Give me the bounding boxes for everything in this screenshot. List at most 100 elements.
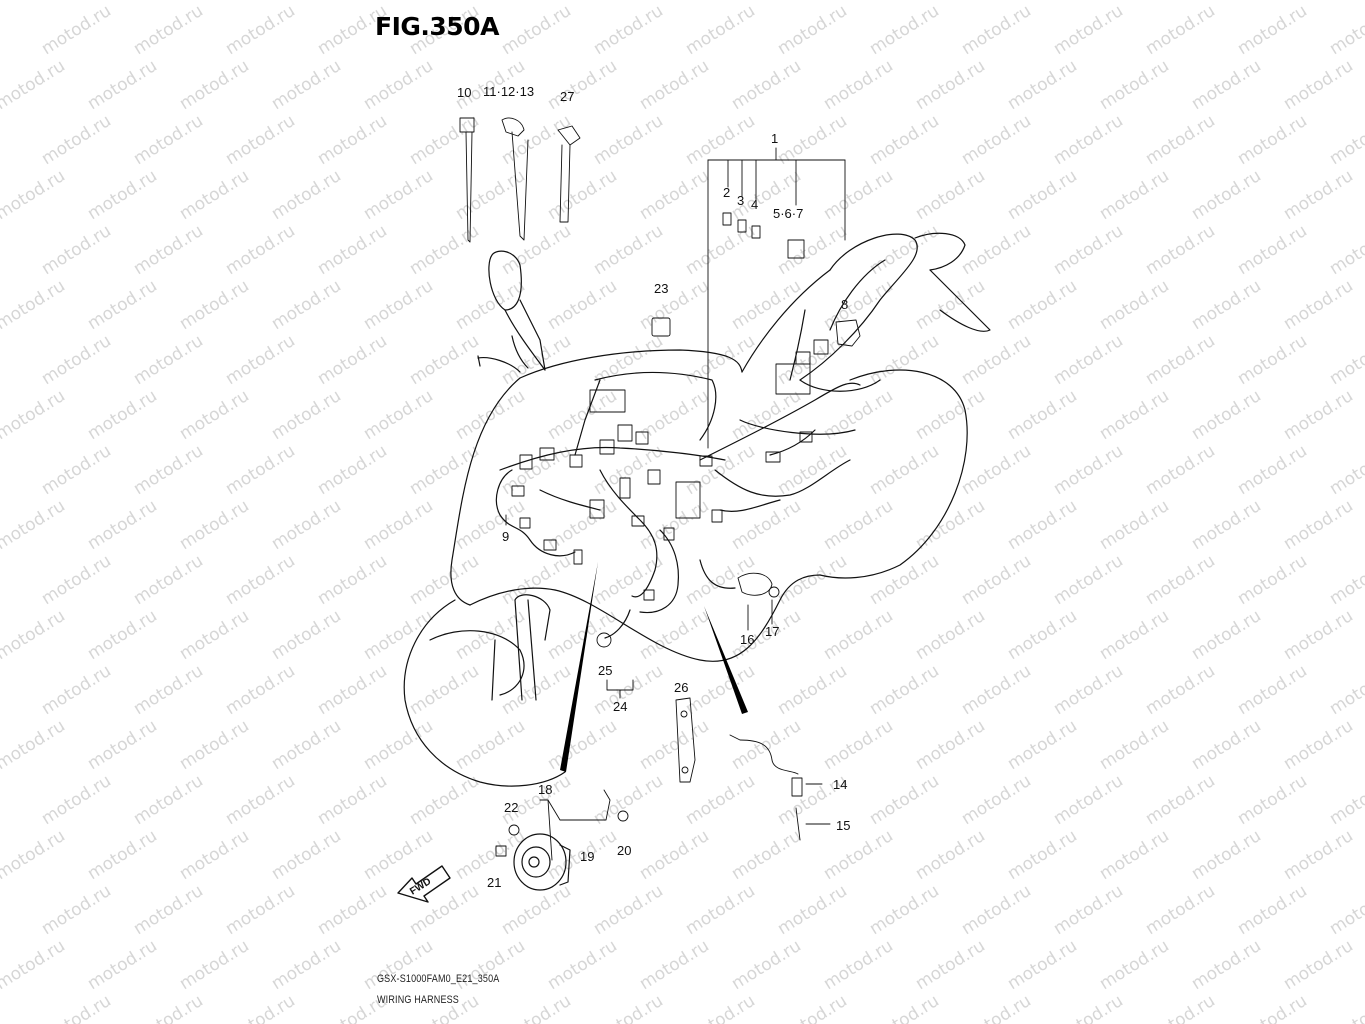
watermark-text: motod.ru <box>636 56 713 114</box>
watermark-text: motod.ru <box>958 991 1035 1024</box>
watermark-text: motod.ru <box>1280 826 1357 884</box>
watermark-text: motod.ru <box>636 166 713 224</box>
watermark-text: motod.ru <box>1188 166 1265 224</box>
watermark-text: motod.ru <box>866 441 943 499</box>
watermark-text: motod.ru <box>958 771 1035 829</box>
watermark-text: motod.ru <box>728 496 805 554</box>
watermark-text: motod.ru <box>360 826 437 884</box>
watermark-text: motod.ru <box>590 331 667 389</box>
watermark-text: motod.ru <box>820 386 897 444</box>
callout-20: 20 <box>617 843 631 858</box>
watermark-text: motod.ru <box>498 441 575 499</box>
watermark-text: motod.ru <box>360 936 437 994</box>
watermark-text: motod.ru <box>360 386 437 444</box>
watermark-text: motod.ru <box>84 386 161 444</box>
watermark-text: motod.ru <box>314 331 391 389</box>
watermark-text: motod.ru <box>222 111 299 169</box>
watermark-text: motod.ru <box>1050 111 1127 169</box>
watermark-text: motod.ru <box>590 771 667 829</box>
watermark-text: motod.ru <box>590 111 667 169</box>
watermark-text: motod.ru <box>222 991 299 1024</box>
clamp-27 <box>557 125 581 223</box>
callout-21: 21 <box>487 875 501 890</box>
watermark-text: motod.ru <box>682 331 759 389</box>
watermark-text: motod.ru <box>130 221 207 279</box>
watermark-text: motod.ru <box>0 496 69 554</box>
watermark-text: motod.ru <box>636 826 713 884</box>
watermark-text: motod.ru <box>1050 771 1127 829</box>
callout-23: 23 <box>654 281 668 296</box>
watermark-text: motod.ru <box>1234 1 1311 59</box>
watermark-text: motod.ru <box>1326 661 1365 719</box>
watermark-text: motod.ru <box>1234 441 1311 499</box>
watermark-text: motod.ru <box>176 496 253 554</box>
watermark-text: motod.ru <box>268 826 345 884</box>
watermark-text: motod.ru <box>268 386 345 444</box>
watermark-text: motod.ru <box>1096 936 1173 994</box>
watermark-text: motod.ru <box>1004 826 1081 884</box>
watermark-text: motod.ru <box>1188 606 1265 664</box>
callout-24: 24 <box>613 699 627 714</box>
watermark-text: motod.ru <box>958 881 1035 939</box>
watermark-text: motod.ru <box>774 661 851 719</box>
watermark-text: motod.ru <box>0 606 69 664</box>
watermark-text: motod.ru <box>268 606 345 664</box>
watermark-text: motod.ru <box>636 496 713 554</box>
watermark-text: motod.ru <box>1004 0 1081 4</box>
watermark-text: motod.ru <box>912 936 989 994</box>
watermark-text: motod.ru <box>820 606 897 664</box>
watermark-text: motod.ru <box>958 221 1035 279</box>
watermark-text: motod.ru <box>176 606 253 664</box>
watermark-text: motod.ru <box>912 826 989 884</box>
watermark-text: motod.ru <box>0 166 69 224</box>
watermark-text: motod.ru <box>1188 826 1265 884</box>
watermark-text: motod.ru <box>314 441 391 499</box>
watermark-text: motod.ru <box>84 56 161 114</box>
watermark-text: motod.ru <box>0 826 69 884</box>
watermark-text: motod.ru <box>1234 661 1311 719</box>
watermark-text: motod.ru <box>360 166 437 224</box>
watermark-text: motod.ru <box>268 496 345 554</box>
watermark-text: motod.ru <box>222 1 299 59</box>
watermark-text: motod.ru <box>452 716 529 774</box>
watermark-text: motod.ru <box>452 936 529 994</box>
watermark-text: motod.ru <box>728 716 805 774</box>
watermark-text: motod.ru <box>866 771 943 829</box>
sensor-16-17 <box>737 572 780 598</box>
watermark-text: motod.ru <box>1326 441 1365 499</box>
watermark-text: motod.ru <box>682 991 759 1024</box>
bracket-26 <box>675 697 696 783</box>
watermark-text: motod.ru <box>1096 386 1173 444</box>
watermark-text: motod.ru <box>130 991 207 1024</box>
harness-connectors <box>511 339 829 601</box>
watermark-text: motod.ru <box>958 661 1035 719</box>
watermark-text: motod.ru <box>544 936 621 994</box>
watermark-text: motod.ru <box>1280 386 1357 444</box>
watermark-text: motod.ru <box>912 56 989 114</box>
watermark-text: motod.ru <box>1050 551 1127 609</box>
watermark-text: motod.ru <box>1234 881 1311 939</box>
watermark-text: motod.ru <box>84 606 161 664</box>
watermark-text: motod.ru <box>360 276 437 334</box>
callout-10: 10 <box>457 85 471 100</box>
watermark-text: motod.ru <box>774 991 851 1024</box>
watermark-text: motod.ru <box>1280 276 1357 334</box>
watermark-text: motod.ru <box>682 551 759 609</box>
watermark-text: motod.ru <box>84 166 161 224</box>
watermark-text: motod.ru <box>314 661 391 719</box>
watermark-text: motod.ru <box>1096 56 1173 114</box>
watermark-text: motod.ru <box>820 936 897 994</box>
watermark-text: motod.ru <box>820 0 897 4</box>
callout-2: 2 <box>723 185 730 200</box>
watermark-text: motod.ru <box>1280 606 1357 664</box>
watermark-text: motod.ru <box>498 111 575 169</box>
watermark-text: motod.ru <box>222 661 299 719</box>
watermark-text: motod.ru <box>314 881 391 939</box>
watermark-text: motod.ru <box>176 166 253 224</box>
watermark-text: motod.ru <box>498 1 575 59</box>
watermark-text: motod.ru <box>682 771 759 829</box>
leader-lines <box>505 147 846 825</box>
watermark-text: motod.ru <box>0 716 69 774</box>
